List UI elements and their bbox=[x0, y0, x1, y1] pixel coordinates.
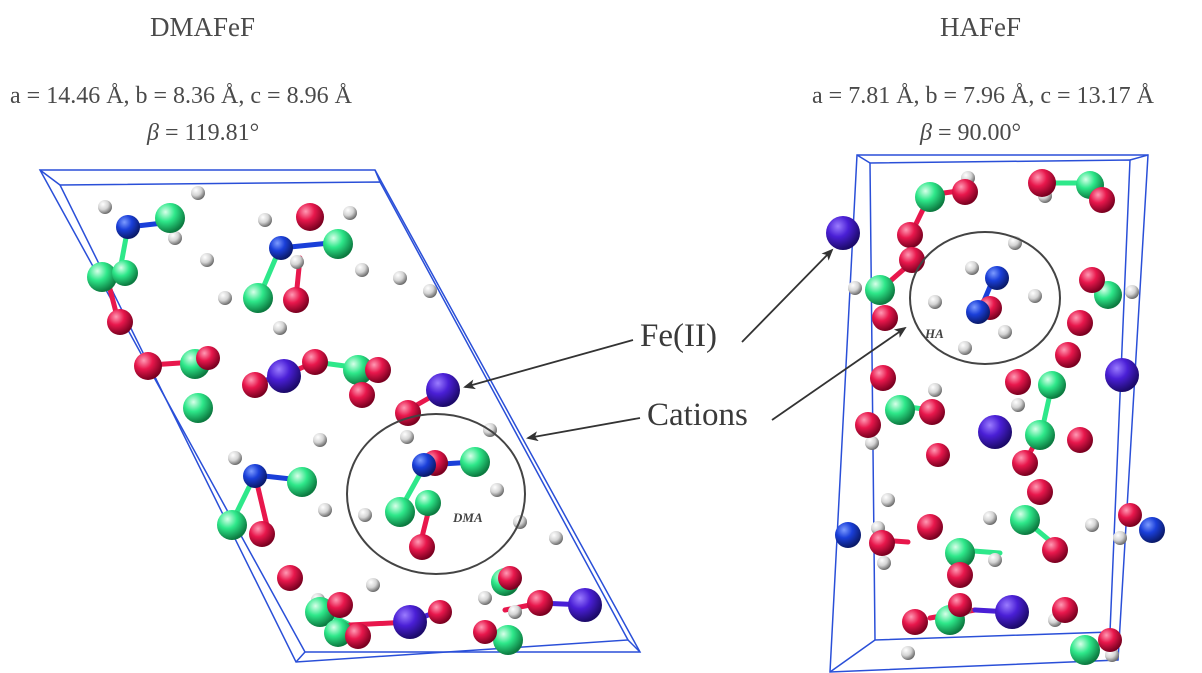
oxygen-atoms bbox=[107, 169, 1142, 652]
beta-value: = 119.81° bbox=[158, 120, 260, 146]
cations-arrow-left bbox=[526, 417, 641, 442]
left-unit-cell bbox=[38, 169, 642, 663]
cations-callout-label: Cations bbox=[647, 397, 748, 433]
left-title: DMAFeF bbox=[150, 12, 256, 42]
left-beta-angle: β = 119.81° bbox=[147, 120, 259, 147]
fe-callout-label: Fe(II) bbox=[640, 318, 717, 354]
dma-highlight-ellipse bbox=[346, 413, 526, 575]
beta-symbol: β bbox=[920, 120, 932, 146]
hydrogen-atoms bbox=[98, 171, 1139, 662]
callout-arrows bbox=[463, 248, 907, 442]
nitrogen-atoms bbox=[116, 215, 1165, 548]
cations-arrow-right bbox=[771, 326, 907, 421]
ha-label: HA bbox=[925, 326, 944, 341]
fe-arrow-right bbox=[741, 248, 834, 343]
left-lattice-params: a = 14.46 Å, b = 8.36 Å, c = 8.96 Å bbox=[10, 83, 352, 109]
beta-symbol: β bbox=[147, 120, 159, 146]
ha-highlight-ellipse bbox=[909, 231, 1061, 365]
dma-label: DMA bbox=[453, 510, 483, 525]
iron-atoms bbox=[267, 216, 1139, 639]
fe-arrow-left bbox=[463, 339, 634, 390]
right-lattice-params: a = 7.81 Å, b = 7.96 Å, c = 13.17 Å bbox=[812, 83, 1154, 109]
right-title: HAFeF bbox=[940, 12, 1022, 42]
right-beta-angle: β = 90.00° bbox=[920, 120, 1021, 147]
carbon-atoms bbox=[87, 171, 1122, 665]
beta-value: = 90.00° bbox=[931, 120, 1022, 146]
